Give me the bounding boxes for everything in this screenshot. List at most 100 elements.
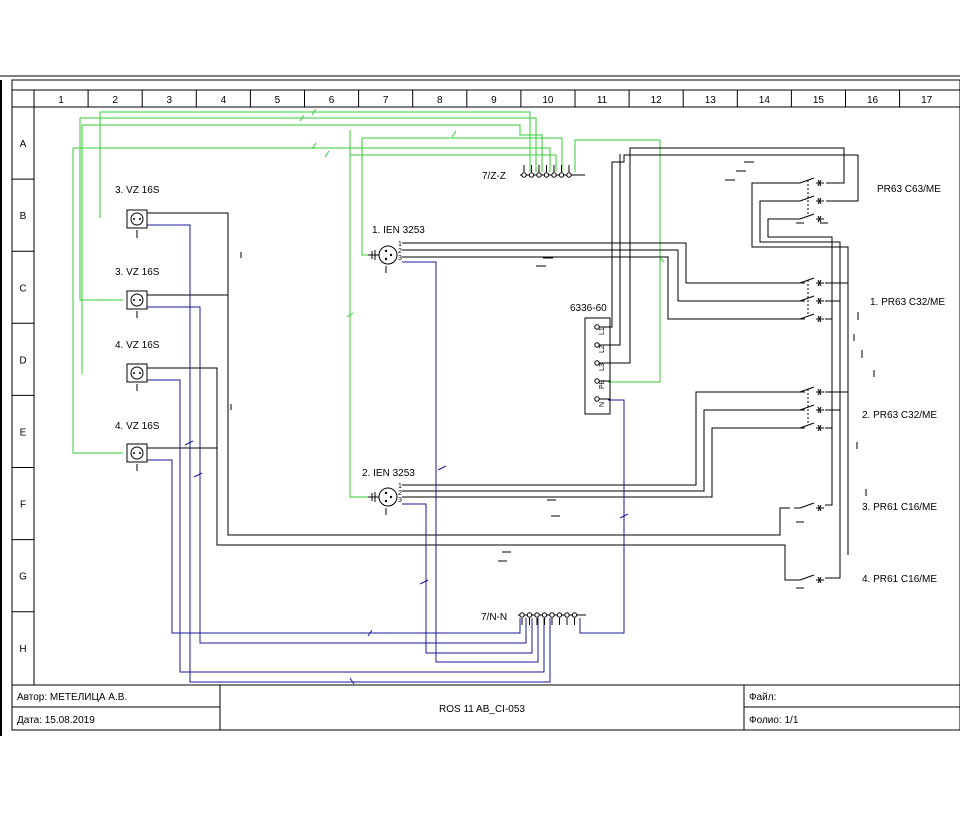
breaker-contact — [799, 213, 815, 220]
breaker-contact — [799, 422, 815, 429]
breaker-1: 1. PR63 C32/ME — [794, 277, 945, 323]
title-block-file: Файл: — [749, 692, 776, 703]
socket-2: 3. VZ 16S — [115, 267, 160, 318]
row-label: H — [19, 644, 26, 655]
socket-1: 3. VZ 16S — [115, 185, 160, 238]
column-label: 13 — [705, 95, 717, 106]
row-label: A — [20, 139, 27, 150]
neutral-busbar: 7/N-N — [481, 612, 586, 625]
breaker-main: PR63 C63/ME — [794, 177, 941, 223]
busbar-terminal — [564, 612, 570, 618]
row-label: B — [20, 211, 27, 222]
svg-text:3: 3 — [398, 255, 402, 262]
breaker-contact — [799, 177, 815, 184]
terminal-label: L3 — [599, 363, 606, 371]
column-label: 14 — [759, 95, 771, 106]
breaker-1-label: 1. PR63 C32/ME — [870, 297, 945, 308]
busbar-terminal — [543, 172, 550, 178]
column-label: 12 — [651, 95, 663, 106]
breaker-contact — [799, 574, 815, 581]
column-label: 9 — [491, 95, 497, 106]
title-block-author: Автор: МЕТЕЛИЦА А.В. — [17, 692, 127, 703]
breaker-contact — [799, 502, 815, 509]
svg-text:2: 2 — [398, 248, 402, 255]
terminal-label: PE — [599, 379, 606, 389]
row-label: E — [20, 427, 27, 438]
breaker-contact — [799, 313, 815, 320]
busbar-terminal — [528, 172, 535, 178]
pe-busbar: 7/Z-Z — [482, 165, 585, 182]
pe-busbar-label: 7/Z-Z — [482, 171, 506, 182]
terminal-label: L2 — [599, 345, 606, 353]
column-label: 10 — [542, 95, 554, 106]
svg-text:1: 1 — [398, 483, 402, 490]
column-label: 15 — [813, 95, 825, 106]
socket-3-label: 4. VZ 16S — [115, 340, 160, 351]
breaker-2: 2. PR63 C32/ME — [794, 386, 937, 432]
neutral-busbar-label: 7/N-N — [481, 612, 507, 623]
busbar-terminal — [536, 172, 542, 178]
socket-4-label: 4. VZ 16S — [115, 421, 160, 432]
inlet-1-label: 1. IEN 3253 — [372, 225, 425, 236]
inlet-2: 2. IEN 3253 123 — [362, 468, 415, 515]
breaker-3: 3. PR61 C16/ME — [794, 502, 937, 513]
row-label: C — [19, 283, 26, 294]
busbar-terminal — [566, 172, 572, 178]
svg-text:3: 3 — [398, 497, 402, 504]
busbar-terminal — [526, 612, 533, 618]
title-block-title: ROS 11 AB_CI-053 — [439, 704, 525, 715]
outer-frame — [11, 79, 960, 731]
column-label: 1 — [58, 95, 64, 106]
column-label: 16 — [867, 95, 879, 106]
column-label: 6 — [329, 95, 335, 106]
inlet-2-label: 2. IEN 3253 — [362, 468, 415, 479]
breaker-main-label: PR63 C63/ME — [877, 184, 941, 195]
row-label: F — [20, 500, 26, 511]
busbar-terminal — [519, 612, 525, 618]
column-label: 4 — [221, 95, 227, 106]
breaker-4-label: 4. PR61 C16/ME — [862, 574, 937, 585]
terminal-label: N — [599, 402, 606, 407]
inlet-1: 1. IEN 3253 123 — [368, 225, 425, 273]
breaker-contact — [799, 195, 815, 202]
column-label: 3 — [166, 95, 172, 106]
terminal-block-label: 6336-60 — [570, 303, 607, 314]
busbar-terminal — [571, 612, 578, 618]
busbar-terminal — [541, 612, 548, 618]
title-block-folio: Фолио: 1/1 — [749, 715, 799, 726]
pe-wiring — [72, 108, 665, 498]
socket-1-label: 3. VZ 16S — [115, 185, 160, 196]
title-block: Автор: МЕТЕЛИЦА А.В. Дата: 15.08.2019 RO… — [12, 684, 960, 730]
svg-text:2: 2 — [398, 490, 402, 497]
terminal-point — [594, 396, 600, 402]
column-label: 7 — [383, 95, 389, 106]
row-label: D — [19, 355, 26, 366]
busbar-terminal — [549, 612, 555, 618]
breaker-contact — [799, 404, 815, 411]
column-label: 8 — [437, 95, 443, 106]
breaker-contact — [799, 295, 815, 302]
breaker-4: 4. PR61 C16/ME — [794, 574, 937, 585]
socket-3: 4. VZ 16S — [115, 340, 160, 391]
column-label: 5 — [275, 95, 281, 106]
row-header: A B C D E F G H — [12, 139, 34, 655]
column-label: 17 — [921, 95, 933, 106]
terminal-label: L1 — [599, 327, 606, 335]
busbar-terminal — [521, 172, 527, 178]
breaker-contact — [799, 386, 815, 393]
busbar-terminal — [556, 612, 563, 618]
breaker-2-label: 2. PR63 C32/ME — [862, 410, 937, 421]
busbar-terminal — [551, 172, 557, 178]
title-block-date: Дата: 15.08.2019 — [17, 715, 95, 726]
svg-text:1: 1 — [398, 241, 402, 248]
socket-4: 4. VZ 16S — [115, 421, 160, 471]
busbar-terminal — [534, 612, 540, 618]
column-label: 11 — [597, 95, 608, 106]
row-label: G — [19, 572, 27, 583]
breaker-contact — [799, 277, 815, 284]
socket-2-label: 3. VZ 16S — [115, 267, 160, 278]
phase-wiring — [147, 147, 875, 589]
